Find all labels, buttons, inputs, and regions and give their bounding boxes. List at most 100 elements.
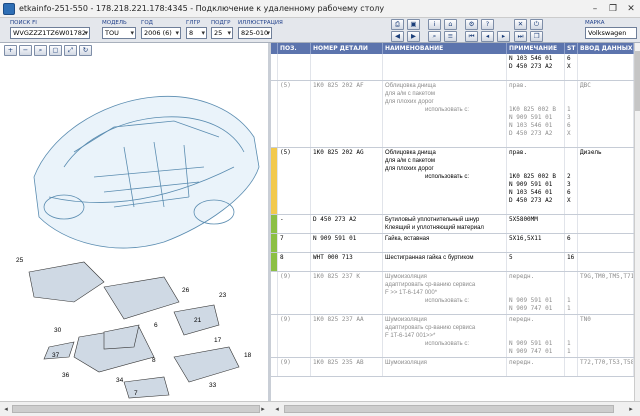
col-pos[interactable]: ПОЗ. [278, 43, 311, 54]
forward-icon[interactable]: ▶ [407, 31, 420, 42]
cell-number: 1K0 825 202 AF [311, 81, 383, 147]
settings-icon[interactable]: ⚙ [465, 19, 478, 30]
cell-line: использовать с: [425, 174, 469, 180]
rotate-icon[interactable]: ↻ [79, 45, 92, 56]
sub-group-field: ПОДГР 25 [211, 19, 233, 39]
cell-line: T72,T70,T53,T58,TN2 [580, 359, 634, 366]
cell-line: 1 [567, 297, 571, 304]
cell-line: 6 [567, 235, 571, 242]
info-icon[interactable]: i [428, 19, 441, 30]
cell-line: 1 [567, 106, 571, 113]
cell-line [567, 165, 575, 173]
cell-line [567, 281, 575, 289]
underbody-parts [28, 261, 240, 399]
table-hscroll-thumb[interactable] [284, 405, 614, 413]
cell-line: N 909 591 01 [313, 235, 357, 242]
col-qty[interactable]: ST [565, 43, 578, 54]
vin-search-input[interactable]: WVGZZZ1TZ6W01782 [10, 27, 90, 39]
cell-line: N 909 591 01 [509, 114, 553, 121]
callout-18: 18 [244, 352, 252, 359]
table-header: ПОЗ. НОМЕР ДЕТАЛИ НАИМЕНОВАНИЕ ПРИМЕЧАНИ… [271, 43, 634, 54]
list-icon[interactable]: ≡ [444, 31, 457, 42]
cell-line [313, 55, 380, 63]
illustration-select[interactable]: 825-010 [238, 27, 272, 39]
sub-group-select[interactable]: 25 [211, 27, 233, 39]
row-marker [271, 315, 278, 357]
back-icon[interactable]: ◀ [391, 31, 404, 42]
cell-line: 1K0 825 002 B [509, 106, 556, 113]
col-model[interactable]: ВВОД ДАННЫХ [580, 43, 634, 54]
first-page-icon[interactable]: ⏮ [465, 31, 478, 42]
exit-icon[interactable]: ⏻ [530, 19, 543, 30]
brand-select[interactable]: Volkswagen [585, 27, 637, 39]
help-icon[interactable]: ? [481, 19, 494, 30]
window-icon[interactable]: ❐ [530, 31, 543, 42]
table-scroll-right-icon[interactable]: ▸ [629, 405, 633, 413]
zoom-window-icon[interactable]: ⌕ [34, 45, 47, 56]
car-body-outline [33, 95, 260, 249]
parts-illustration[interactable]: 25 37 30 26 36 34 23 21 17 18 33 8 7 6 [4, 57, 266, 399]
cell-line [567, 138, 575, 146]
cell-line: Шестигранная гайка с буртиком [385, 255, 474, 261]
zoom-in-icon[interactable]: + [4, 45, 17, 56]
save-icon[interactable]: ▣ [407, 19, 420, 30]
cell-line: 1K0 825 002 B [509, 173, 556, 180]
search-icon[interactable]: ⌕ [428, 31, 441, 42]
cell-line: 1K0 825 237 AA [313, 316, 364, 323]
cell-number: 1K0 825 202 AG [311, 148, 383, 214]
cell-line [567, 273, 575, 281]
row-marker [271, 234, 278, 252]
main-group-select[interactable]: 8 [186, 27, 207, 39]
col-name[interactable]: НАИМЕНОВАНИЕ [383, 43, 507, 54]
scroll-thumb[interactable] [635, 51, 640, 111]
cell-name: Шумоизоляция [383, 358, 507, 376]
next-page-icon[interactable]: ▸ [497, 31, 510, 42]
close-button[interactable]: ✕ [627, 3, 635, 14]
cell-line: ДВС [580, 82, 591, 89]
table-vertical-scrollbar[interactable] [634, 43, 640, 401]
col-number[interactable]: НОМЕР ДЕТАЛИ [311, 43, 383, 54]
zoom-out-icon[interactable]: − [19, 45, 32, 56]
cell-line: 1K0 825 202 AG [313, 149, 364, 156]
row-marker [271, 215, 278, 233]
cell-line [385, 63, 504, 71]
cell-line: N 909 747 01 [509, 348, 553, 355]
scroll-right-icon[interactable]: ▸ [261, 405, 265, 413]
print-icon[interactable]: ⎙ [391, 19, 404, 30]
col-note[interactable]: ПРИМЕЧАНИЕ [507, 43, 565, 54]
model-select[interactable]: TOU [102, 27, 136, 39]
prev-page-icon[interactable]: ◂ [481, 31, 494, 42]
fit-page-icon[interactable]: ⤢ [64, 45, 77, 56]
cell-line [567, 359, 575, 367]
cell-model: TN0 [578, 315, 634, 357]
cell-line [385, 130, 504, 138]
home-icon[interactable]: ⌂ [444, 19, 457, 30]
year-select[interactable]: 2006 (6) [141, 27, 181, 39]
brand-field: МАРКА Volkswagen [585, 19, 637, 39]
cell-line: 1 [567, 305, 571, 312]
cell-line: (9) [280, 316, 291, 323]
pane-splitter[interactable] [268, 43, 271, 401]
left-hscroll-thumb[interactable] [12, 405, 260, 413]
horizontal-scrollbar[interactable]: ◂ ▸ ◂ ▸ [0, 401, 640, 416]
table-scroll-left-icon[interactable]: ◂ [275, 405, 279, 413]
close-catalog-icon[interactable]: ✕ [514, 19, 527, 30]
last-page-icon[interactable]: ⏭ [514, 31, 527, 42]
scroll-left-icon[interactable]: ◂ [4, 405, 8, 413]
maximize-button[interactable]: ❐ [608, 3, 618, 14]
main-group-field: ГЛГР 8 [186, 19, 207, 39]
zoom-area-icon[interactable]: ▢ [49, 45, 62, 56]
minimize-button[interactable]: – [592, 3, 598, 14]
cell-pos: (9) [278, 272, 311, 314]
